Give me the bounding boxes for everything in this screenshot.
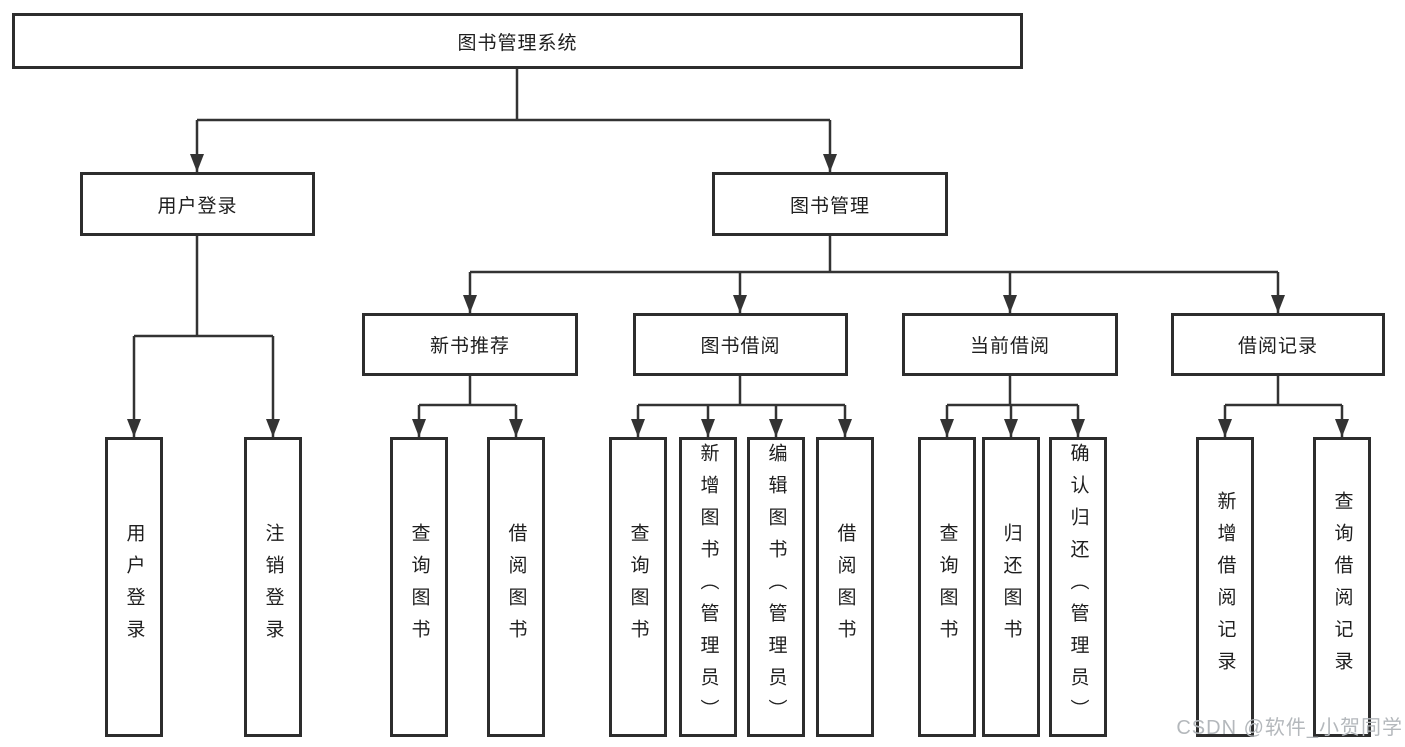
connector-line [947,376,1078,407]
connectors-root [190,69,837,172]
node-label: 查询图书 [627,523,649,651]
connectors-book-borrowing [631,376,852,437]
node-label: 新增图书（管理员） [697,443,719,731]
node-label: 用户登录 [157,195,238,217]
node-current-borrowing: 当前借阅 [902,313,1118,376]
node-label: 注销登录 [262,523,284,651]
leaf-confirm-return-admin: 确认归还（管理员） [1049,437,1107,737]
node-label: 确认归还（管理员） [1067,443,1089,731]
leaf-return-books: 归还图书 [982,437,1040,737]
node-label: 图书管理 [789,195,870,217]
node-book-borrowing: 图书借阅 [633,313,848,376]
connector-line [419,376,516,407]
leaf-user-login: 用户登录 [105,437,163,737]
node-label: 归还图书 [1000,523,1022,651]
node-book-management: 图书管理 [712,172,948,236]
connectors-current-borrowing [940,376,1085,437]
node-user-login: 用户登录 [80,172,315,236]
connector-line [1225,376,1342,407]
node-label: 新增借阅记录 [1214,491,1236,683]
node-label: 图书借阅 [700,336,781,357]
connectors-user-login [127,236,280,437]
node-borrowing-records: 借阅记录 [1171,313,1385,376]
leaf-add-borrow-record: 新增借阅记录 [1196,437,1254,737]
connectors-new-book-recommend [412,376,523,437]
leaf-edit-books-admin: 编辑图书（管理员） [747,437,805,737]
csdn-watermark: CSDN @软件_小贺同学 [1176,717,1403,739]
connector-line [134,236,273,338]
leaf-query-borrow-record: 查询借阅记录 [1313,437,1371,737]
node-label: 借阅图书 [505,523,527,651]
connectors-book-management [463,236,1285,313]
connector-line [638,376,845,407]
leaf-borrow-books: 借阅图书 [816,437,874,737]
node-library-management-system: 图书管理系统 [12,13,1023,69]
node-label: 图书管理系统 [457,32,578,54]
node-label: 借阅记录 [1237,336,1318,357]
connectors-borrowing-records [1218,376,1349,437]
leaf-borrow-books-recommend: 借阅图书 [487,437,545,737]
connector-line [470,236,1278,274]
leaf-query-books-recommend: 查询图书 [390,437,448,737]
node-label: 查询图书 [408,523,430,651]
node-label: 用户登录 [123,523,145,651]
leaf-logout: 注销登录 [244,437,302,737]
leaf-query-books-borrowing: 查询图书 [609,437,667,737]
leaf-query-books-current: 查询图书 [918,437,976,737]
node-label: 编辑图书（管理员） [765,443,787,731]
node-label: 新书推荐 [429,336,510,357]
node-label: 查询借阅记录 [1331,491,1353,683]
node-label: 查询图书 [936,523,958,651]
node-label: 借阅图书 [834,523,856,651]
node-label: 当前借阅 [969,336,1050,357]
node-new-book-recommend: 新书推荐 [362,313,578,376]
leaf-add-books-admin: 新增图书（管理员） [679,437,737,737]
connector-line [197,69,830,122]
